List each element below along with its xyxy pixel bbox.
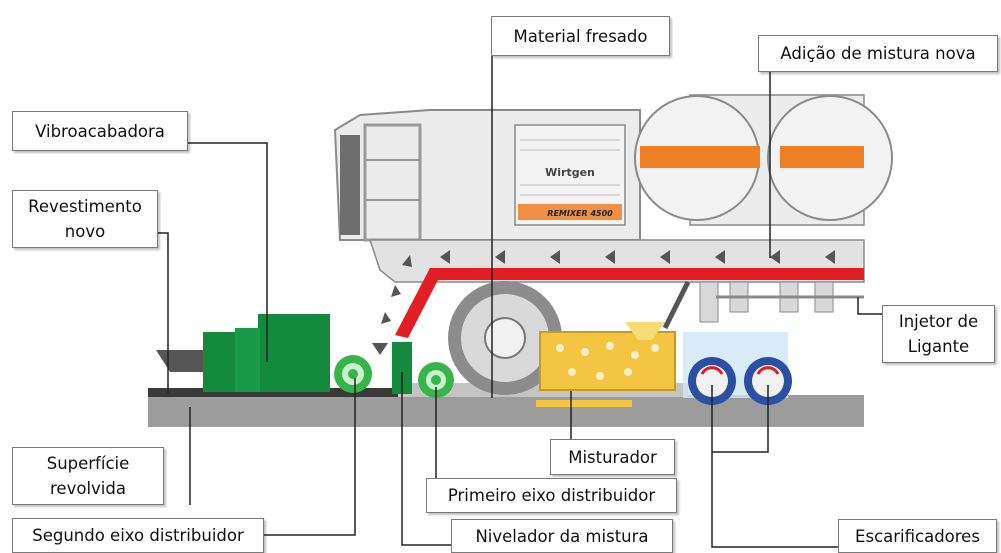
recycler-machine: Wirtgen REMIXER 4500 [333, 94, 893, 338]
label-segundo-eixo: Segundo eixo distribuidor [12, 518, 264, 553]
label-superficie-line1: Superfície [46, 454, 130, 473]
label-injetor-line1: Injetor de [898, 312, 979, 331]
label-adicao-mistura-nova: Adição de mistura nova [758, 35, 998, 72]
label-superficie-line2: revolvida [50, 479, 126, 498]
label-superficie-revolvida: Superfície revolvida [12, 447, 164, 505]
paver-vibroacabadora [156, 314, 330, 392]
label-revestimento-novo-line1: Revestimento [28, 197, 142, 216]
ground-base [148, 395, 864, 427]
label-material-fresado: Material fresado [491, 16, 670, 56]
label-revestimento-novo: Revestimento novo [12, 190, 158, 248]
model-text: REMIXER 4500 [547, 209, 613, 218]
new-pavement-layer [148, 388, 398, 397]
brand-logo-text: Wirtgen [545, 166, 595, 179]
machine-wheel [448, 281, 562, 395]
leveler-block [392, 342, 412, 394]
label-escarificadores: Escarificadores [838, 519, 997, 553]
label-vibroacabadora: Vibroacabadora [12, 111, 188, 151]
first-distributor-roller [418, 362, 454, 398]
label-injetor-line2: Ligante [907, 337, 970, 356]
second-distributor-roller [334, 355, 372, 393]
mixer-misturador [536, 322, 676, 407]
label-nivelador: Nivelador da mistura [451, 519, 673, 553]
label-revestimento-novo-line2: novo [64, 222, 106, 241]
label-primeiro-eixo: Primeiro eixo distribuidor [426, 478, 677, 513]
label-misturador: Misturador [550, 439, 675, 475]
label-injetor-ligante: Injetor de Ligante [882, 305, 995, 363]
leader-lines [158, 55, 912, 548]
scarifiers-escarificadores [683, 332, 792, 405]
